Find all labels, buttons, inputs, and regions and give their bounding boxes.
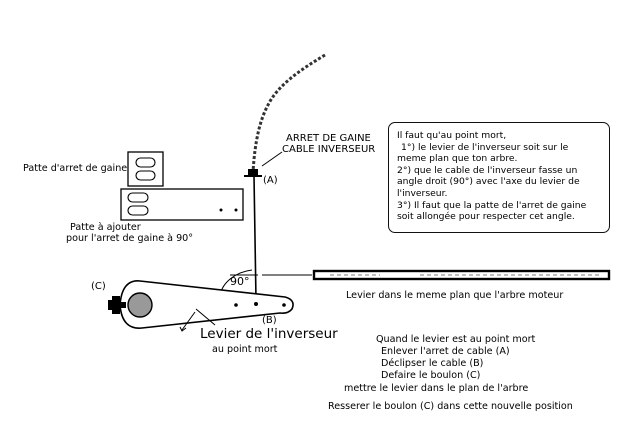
point-a-label: (A) bbox=[263, 175, 278, 186]
angle-label: 90° bbox=[230, 275, 250, 288]
instruction-line: Enlever l'arret de cable (A) bbox=[381, 346, 510, 357]
cable-stop-label: ARRET DE GAINE bbox=[286, 133, 371, 144]
note-line: Il faut qu'au point mort, bbox=[397, 130, 507, 141]
sheath-bracket-label: Patte d'arret de gaine bbox=[23, 163, 128, 174]
bracket-to-add bbox=[120, 188, 244, 221]
point-c-label: (C) bbox=[91, 281, 106, 292]
note-line: l'inverseur. bbox=[397, 187, 448, 199]
instruction-line: mettre le levier dans le plan de l'arbre bbox=[344, 383, 529, 394]
instruction-line: Quand le levier est au point mort bbox=[376, 334, 536, 345]
lever-title: Levier de l'inverseur bbox=[200, 326, 338, 342]
inner-cable bbox=[253, 175, 257, 301]
lever-hub bbox=[127, 292, 153, 318]
note-line: 1°) le levier de l'inverseur soit sur le bbox=[401, 141, 569, 153]
bracket-to-add-label-1: Patte à ajouter bbox=[70, 222, 141, 233]
reverser-lever bbox=[119, 280, 294, 329]
instruction-line: Déclipser le cable (B) bbox=[381, 358, 484, 369]
shaft-caption: Levier dans le meme plan que l'arbre mot… bbox=[346, 290, 564, 301]
requirements-note: Il faut qu'au point mort, 1°) le levier … bbox=[388, 122, 610, 233]
cable-sheath bbox=[251, 53, 326, 173]
instruction-line: Resserer le boulon (C) dans cette nouvel… bbox=[328, 401, 573, 412]
note-line: 3°) Il faut que la patte de l'arret de g… bbox=[397, 199, 587, 211]
sheath-bracket bbox=[127, 151, 164, 187]
cable-reverser-label: CABLE INVERSEUR bbox=[282, 144, 376, 155]
engine-shaft bbox=[312, 269, 611, 281]
bolt-c bbox=[108, 296, 126, 314]
lever-subtitle: au point mort bbox=[212, 344, 278, 355]
note-line: meme plan que ton arbre. bbox=[397, 153, 518, 165]
note-line: angle droit (90°) avec l'axe du levier d… bbox=[397, 176, 580, 188]
cable-stop-a bbox=[248, 169, 258, 175]
point-b-label: (B) bbox=[262, 315, 277, 326]
note-line: soit allongée pour respecter cet angle. bbox=[397, 211, 575, 223]
note-line: 2°) que le cable de l'inverseur fasse un bbox=[397, 164, 578, 176]
bracket-to-add-label-2: pour l'arret de gaine à 90° bbox=[66, 233, 194, 244]
instruction-line: Defaire le boulon (C) bbox=[381, 370, 481, 381]
